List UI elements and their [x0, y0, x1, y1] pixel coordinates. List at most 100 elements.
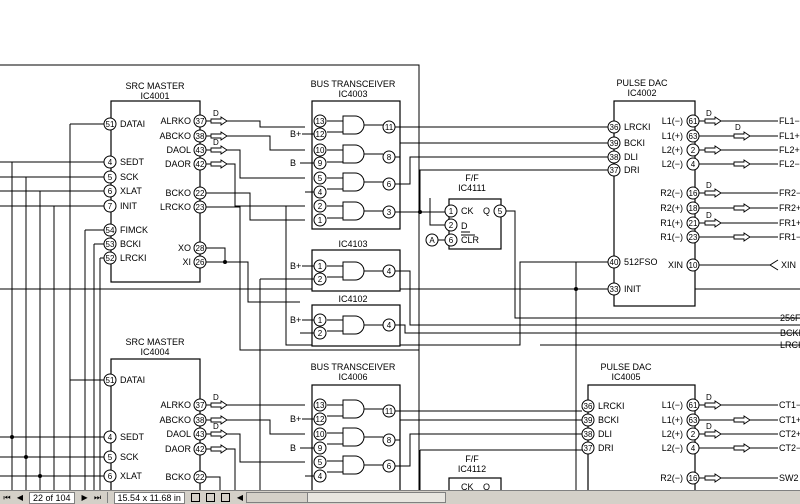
svg-text:IC4006: IC4006: [338, 372, 367, 382]
svg-text:2: 2: [449, 221, 454, 230]
svg-text:61: 61: [689, 401, 698, 410]
svg-text:LRCKO: LRCKO: [160, 202, 191, 212]
svg-text:4: 4: [387, 267, 392, 276]
svg-text:13: 13: [316, 401, 325, 410]
single-page-icon[interactable]: [190, 493, 200, 502]
svg-text:43: 43: [196, 430, 205, 439]
svg-text:B+: B+: [290, 315, 301, 325]
svg-text:D: D: [706, 211, 712, 220]
label-256f: 256F: [780, 313, 800, 323]
svg-text:Q: Q: [483, 206, 490, 216]
svg-text:R2(−): R2(−): [660, 188, 683, 198]
svg-text:42: 42: [196, 445, 205, 454]
ic4006-bus-transceiver: BUS TRANSCEIVER IC4006 13 12 10 9 5 4 11…: [290, 362, 582, 490]
svg-text:54: 54: [106, 226, 115, 235]
svg-text:23: 23: [196, 203, 205, 212]
svg-text:DRI: DRI: [624, 165, 640, 175]
svg-text:2: 2: [691, 146, 696, 155]
svg-text:CT2−: CT2−: [779, 443, 800, 453]
svg-text:51: 51: [106, 120, 115, 129]
svg-text:2: 2: [318, 275, 323, 284]
next-page-icon[interactable]: ▶: [81, 493, 88, 502]
svg-text:D: D: [706, 422, 712, 431]
svg-text:IC4112: IC4112: [458, 464, 486, 474]
ic4001-title: SRC MASTER: [125, 81, 185, 91]
svg-text:10: 10: [689, 261, 698, 270]
horizontal-scrollbar[interactable]: [245, 492, 446, 503]
svg-text:SEDT: SEDT: [120, 432, 145, 442]
continuous-page-icon[interactable]: [205, 493, 215, 502]
svg-text:8: 8: [387, 436, 392, 445]
svg-text:7: 7: [108, 202, 113, 211]
svg-text:2: 2: [318, 202, 323, 211]
svg-text:ABCKO: ABCKO: [159, 415, 191, 425]
svg-text:3: 3: [387, 208, 392, 217]
svg-text:FR1+: FR1+: [779, 218, 800, 228]
svg-text:38: 38: [196, 132, 205, 141]
svg-text:LRCKI: LRCKI: [120, 253, 147, 263]
svg-text:33: 33: [610, 285, 619, 294]
svg-text:4: 4: [387, 321, 392, 330]
svg-text:IC4003: IC4003: [338, 89, 367, 99]
svg-text:SCK: SCK: [120, 172, 139, 182]
status-bar: ⏮ ◀ 22 of 104 ▶ ⏭ 15.54 x 11.68 in ◀: [0, 490, 800, 504]
svg-text:4: 4: [691, 444, 696, 453]
facing-pages-icon[interactable]: [220, 493, 230, 502]
svg-text:6: 6: [449, 236, 454, 245]
svg-text:D: D: [461, 221, 468, 231]
ic4001-to-bus-wires: [206, 120, 608, 351]
svg-text:SRC MASTER: SRC MASTER: [125, 337, 185, 347]
svg-text:D: D: [213, 138, 219, 147]
svg-text:38: 38: [610, 153, 619, 162]
svg-text:R1(−): R1(−): [660, 232, 683, 242]
svg-text:Q: Q: [483, 482, 490, 490]
svg-text:37: 37: [584, 444, 593, 453]
svg-text:BUS TRANSCEIVER: BUS TRANSCEIVER: [311, 79, 396, 89]
svg-text:DATAI: DATAI: [120, 119, 145, 129]
svg-text:CLR: CLR: [461, 235, 480, 245]
svg-text:4: 4: [318, 472, 323, 481]
last-page-icon[interactable]: ⏭: [93, 492, 102, 502]
svg-text:42: 42: [196, 160, 205, 169]
svg-text:63: 63: [689, 132, 698, 141]
svg-text:21: 21: [689, 219, 698, 228]
svg-text:FR2+: FR2+: [779, 203, 800, 213]
svg-text:4: 4: [108, 158, 113, 167]
scrollbar-thumb[interactable]: [246, 493, 308, 502]
svg-text:IC4005: IC4005: [611, 372, 640, 382]
svg-text:4: 4: [108, 433, 113, 442]
svg-text:16: 16: [689, 474, 698, 483]
svg-text:XLAT: XLAT: [120, 471, 142, 481]
svg-text:XI: XI: [182, 257, 191, 267]
svg-text:1: 1: [318, 216, 323, 225]
svg-text:R1(+): R1(+): [660, 218, 683, 228]
previous-page-icon[interactable]: ◀: [16, 493, 24, 502]
svg-text:XLAT: XLAT: [120, 186, 142, 196]
svg-text:FR2−: FR2−: [779, 188, 800, 198]
page-number-field[interactable]: 22 of 104: [29, 491, 75, 504]
ic4102-and-gate: IC4102 1 2 4 B+: [290, 294, 800, 347]
svg-text:DRI: DRI: [598, 443, 614, 453]
svg-text:2: 2: [691, 430, 696, 439]
svg-text:6: 6: [387, 180, 392, 189]
first-page-icon[interactable]: ⏮: [3, 492, 11, 502]
svg-text:36: 36: [584, 402, 593, 411]
svg-text:FR1−: FR1−: [779, 232, 800, 242]
svg-text:PULSE DAC: PULSE DAC: [600, 362, 652, 372]
svg-text:6: 6: [108, 472, 113, 481]
svg-text:12: 12: [316, 415, 325, 424]
svg-text:SEDT: SEDT: [120, 157, 145, 167]
svg-text:R2(+): R2(+): [660, 203, 683, 213]
svg-text:D: D: [213, 422, 219, 431]
svg-text:BCKI: BCKI: [624, 138, 645, 148]
svg-text:38: 38: [584, 430, 593, 439]
svg-text:F/F: F/F: [465, 454, 479, 464]
ic4003-bus-transceiver: BUS TRANSCEIVER IC4003 13 12 10 9 5 4 2 …: [290, 79, 401, 230]
svg-text:IC4004: IC4004: [140, 347, 169, 357]
svg-text:39: 39: [584, 416, 593, 425]
scroll-left-icon[interactable]: ◀: [236, 493, 244, 502]
svg-text:L2(+): L2(+): [662, 429, 683, 439]
